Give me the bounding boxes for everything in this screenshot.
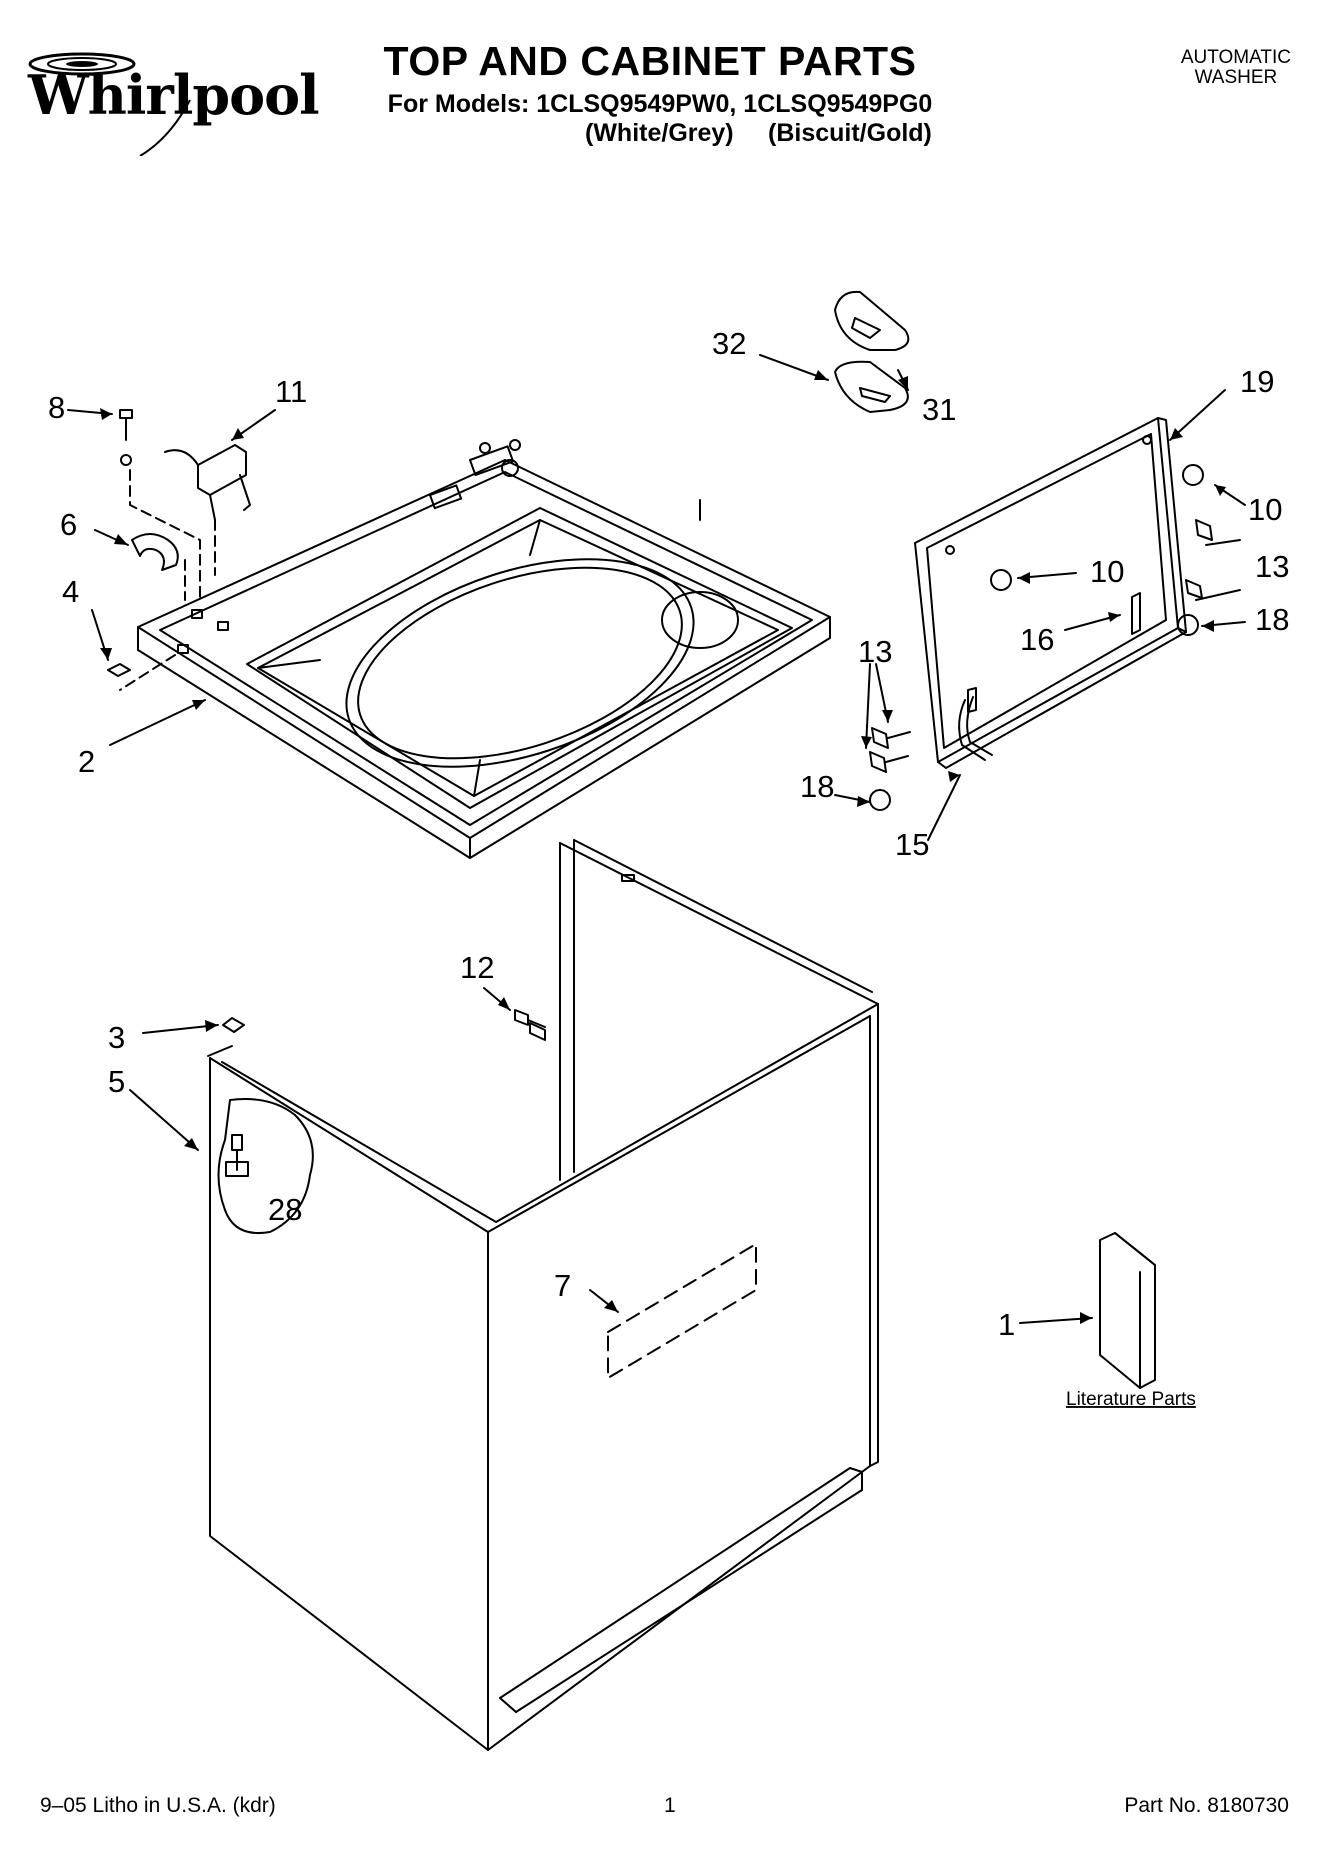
literature-booklet: [1099, 1232, 1156, 1389]
variant-white-grey: (White/Grey): [585, 119, 734, 147]
product-type-line-1: AUTOMATIC: [1180, 47, 1291, 68]
lid-switch-guide-lines: [119, 469, 216, 691]
washer-lid: [914, 417, 1187, 769]
screw-part-12: [514, 1009, 546, 1041]
serial-label-outline: [607, 1243, 757, 1379]
dispenser: [834, 290, 910, 413]
clip-part-3: [222, 1017, 245, 1033]
callout-10-lower: 10: [1090, 554, 1124, 589]
callout-31: 31: [922, 392, 956, 427]
callout-32: 32: [712, 326, 746, 361]
callout-13-right: 13: [1255, 549, 1289, 584]
cabinet-cutaway: [217, 1098, 314, 1234]
footer-litho: 9–05 Litho in U.S.A. (kdr): [40, 1794, 276, 1817]
screw-part-8: [119, 409, 133, 466]
product-type: AUTOMATIC WASHER: [1181, 48, 1291, 88]
callout-18-right: 18: [1255, 602, 1289, 637]
part-number: Part No. 8180730: [1124, 1794, 1289, 1817]
lid-strike: [1131, 592, 1141, 635]
whirlpool-swirl-icon: [28, 52, 191, 157]
nut-part-4: [107, 663, 131, 677]
callout-10-upper: 10: [1248, 492, 1282, 527]
callout-15: 15: [895, 827, 929, 862]
lid-hinge: [958, 687, 993, 761]
callout-7: 7: [554, 1268, 571, 1303]
lid-switch-clip: [131, 533, 179, 571]
callout-16: 16: [1020, 622, 1054, 657]
callout-11: 11: [275, 374, 307, 409]
whirlpool-logo: Whirlpool: [20, 38, 320, 157]
screw-part-28: [225, 1134, 249, 1177]
leader-lines: [67, 354, 1246, 1324]
arrowheads: [100, 370, 1226, 1324]
page-title: TOP AND CABINET PARTS: [383, 38, 917, 84]
lid-bumpers: [869, 464, 1204, 811]
page-number: 1: [664, 1794, 676, 1817]
callout-28: 28: [268, 1192, 302, 1227]
variant-biscuit-gold: (Biscuit/Gold): [768, 119, 932, 147]
callout-3: 3: [108, 1020, 125, 1055]
callout-19: 19: [1240, 364, 1274, 399]
lid-switch: [164, 444, 251, 521]
callout-1: 1: [998, 1307, 1015, 1342]
callout-2: 2: [78, 744, 95, 779]
callout-18-left: 18: [800, 769, 834, 804]
callout-4: 4: [62, 574, 79, 609]
callout-13-left: 13: [858, 634, 892, 669]
callout-8: 8: [48, 390, 65, 425]
literature-parts-label: Literature Parts: [1066, 1389, 1196, 1410]
models-line: For Models: 1CLSQ9549PW0, 1CLSQ9549PG0: [387, 90, 933, 118]
product-type-line-2: WASHER: [1194, 66, 1278, 88]
lid-screws: [869, 519, 1241, 773]
washer-cabinet: [207, 839, 879, 1751]
callout-6: 6: [60, 507, 77, 542]
callout-12: 12: [460, 950, 494, 985]
callout-5: 5: [108, 1064, 125, 1099]
callout-labels: 8 11 6 4 2 3 5 28 12 7 1 32 31 19 10 10 …: [48, 326, 1289, 1342]
brand-wordmark: Whirlpool: [28, 63, 320, 127]
washer-top-panel: [137, 439, 831, 859]
